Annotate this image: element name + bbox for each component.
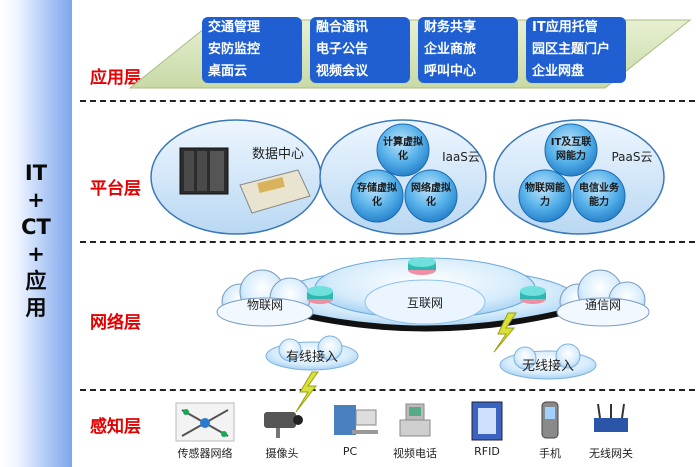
router-icon	[408, 257, 436, 275]
device-label: 摄像头	[265, 447, 299, 460]
paas-circle-telecom	[572, 169, 626, 223]
rfid-image	[471, 401, 503, 441]
device-label: RFID	[474, 445, 500, 458]
device-label: 无线网关	[589, 447, 633, 460]
app-item: IT应用托管	[526, 17, 626, 39]
app-item: 企业商旅	[418, 39, 518, 61]
paas-label: PaaS云	[611, 150, 653, 164]
router-icon	[520, 286, 546, 304]
paas-iot-text: 物联网能力	[525, 183, 565, 208]
wired-access-cloud	[265, 335, 359, 371]
network-backbone	[289, 309, 566, 332]
layer-divider	[80, 100, 695, 102]
title-line: +	[27, 188, 45, 212]
layer-divider	[80, 241, 695, 243]
wireless-link-bolt	[493, 312, 517, 353]
title-line: +	[27, 242, 45, 266]
app-item: 桌面云	[202, 61, 302, 83]
router-icon	[307, 286, 333, 304]
paas-circle-it	[544, 123, 598, 177]
device-label: 手机	[539, 447, 561, 460]
app-item: 园区主题门户	[526, 39, 626, 61]
app-item: 安防监控	[202, 39, 302, 61]
video-phone-image	[399, 403, 431, 437]
paas-telecom-text: 电信业务能力	[579, 183, 619, 208]
app-item: 融合通讯	[310, 17, 410, 39]
device-label: 视频电话	[393, 447, 437, 460]
sidebar: IT + CT + 应 用	[0, 0, 72, 467]
internet-cloud-label: 互联网	[406, 296, 443, 310]
iaas-network-text: 网络虚拟化	[411, 183, 451, 208]
telecom-cloud	[556, 269, 650, 327]
iaas-storage-text: 存储虚拟化	[357, 183, 397, 208]
app-item: 呼叫中心	[418, 61, 518, 83]
app-item: 交通管理	[202, 17, 302, 39]
iaas-circle-network	[404, 169, 458, 223]
internet-cloud	[274, 257, 576, 329]
title-line: IT	[24, 161, 48, 185]
iot-cloud	[216, 269, 314, 327]
device-label: 传感器网络	[177, 447, 233, 460]
datacenter-label: 数据中心	[251, 147, 304, 162]
wireless-access-label: 无线接入	[521, 359, 574, 374]
sensor-network-image	[175, 402, 235, 442]
app-item: 财务共享	[418, 17, 518, 39]
iaas-label: IaaS云	[442, 150, 480, 164]
iaas-compute-text: 计算虚拟化	[383, 137, 423, 162]
layer-label-network: 网络层	[90, 313, 141, 333]
layer-label-platform: 平台层	[90, 179, 141, 199]
iaas-circle-storage	[350, 169, 404, 223]
wired-link-bolt	[295, 371, 319, 413]
iaas-circle-compute	[376, 123, 430, 177]
camera-image	[264, 412, 303, 438]
pc-image	[334, 405, 378, 435]
app-item: 企业网盘	[526, 61, 626, 83]
container-datacenter-image	[239, 169, 311, 214]
app-item: 视频会议	[310, 61, 410, 83]
wireless-access-cloud	[499, 343, 597, 380]
layer-label-application: 应用层	[90, 68, 141, 88]
wireless-gateway-image	[594, 403, 628, 432]
layer-label-perception: 感知层	[90, 417, 141, 437]
sidebar-title: IT + CT + 应 用	[0, 160, 72, 322]
paas-it-text: IT及互联网能力	[550, 137, 592, 162]
layer-divider	[80, 389, 695, 391]
iot-cloud-label: 物联网	[246, 298, 283, 312]
app-item: 电子公告	[310, 39, 410, 61]
telecom-cloud-label: 通信网	[584, 298, 621, 312]
wired-access-label: 有线接入	[285, 350, 338, 365]
paas-circle-iot	[518, 169, 572, 223]
title-line: 应	[25, 269, 47, 293]
title-line: CT	[21, 215, 51, 239]
mobile-phone-image	[541, 401, 559, 439]
title-line: 用	[25, 296, 47, 320]
device-label: PC	[342, 445, 358, 458]
